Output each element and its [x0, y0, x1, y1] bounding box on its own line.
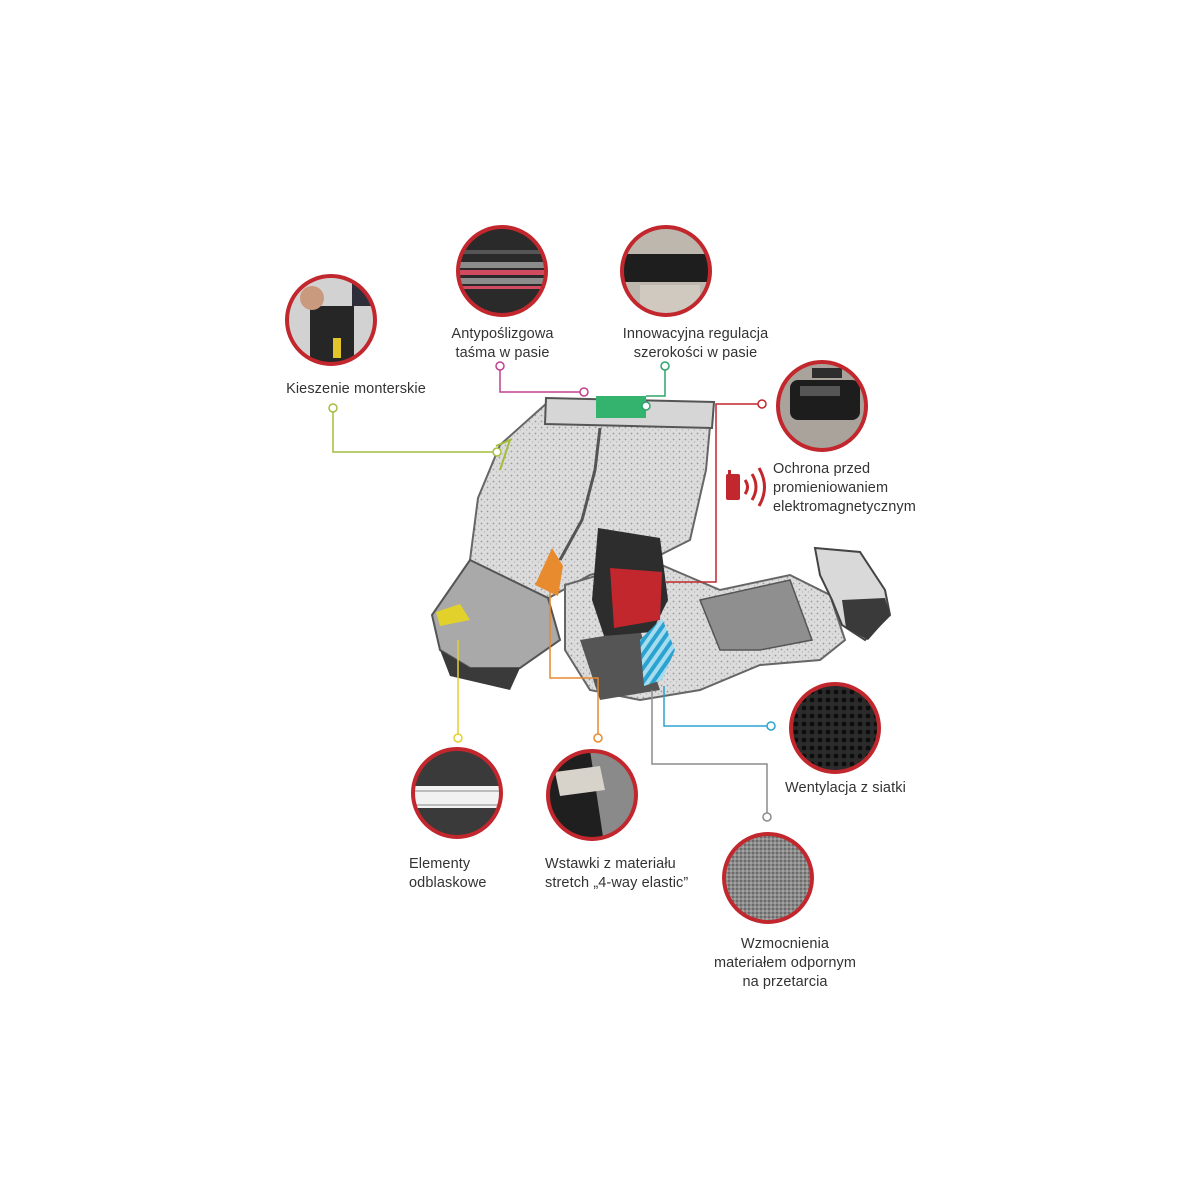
mesh-photo-icon: [789, 682, 881, 774]
trousers-fly: [558, 427, 602, 561]
tool-pocket-photo-icon: [285, 274, 377, 366]
emf-leader: [666, 403, 762, 583]
label-stretch: Wstawki z materiału stretch „4-way elast…: [545, 856, 689, 891]
waist-adjust-leader: [646, 366, 666, 397]
label-reinforcement: Wzmocnienia materiałem odpornym na przet…: [713, 936, 857, 990]
waist-adjuster-photo-icon: [620, 225, 712, 317]
abrasion-fabric-photo-icon: [722, 832, 814, 924]
reflective-patch: [436, 604, 470, 626]
waistband-leader: [499, 366, 584, 393]
reinforcement-leader: [651, 690, 768, 817]
emf-pocket-photo-icon: [776, 360, 868, 452]
label-waistband: Antypoślizgowa taśma w pasie: [451, 326, 554, 361]
stretch-leader: [549, 590, 599, 738]
leader-dots: [328, 361, 776, 822]
pockets-leader: [332, 408, 497, 453]
phone-signal-icon: [726, 467, 766, 507]
label-pockets: Kieszenie monterskie: [286, 381, 426, 397]
stretch-patch: [535, 548, 563, 596]
label-waist-adjust: Innowacyjna regulacja szerokości w pasie: [622, 326, 769, 361]
mesh-patch: [640, 618, 675, 686]
label-emf: Ochrona przed promieniowaniem elektromag…: [773, 461, 916, 515]
label-reflective: Elementy odblaskowe: [409, 856, 487, 891]
trousers-illustration: [430, 396, 892, 702]
waist-adjust-patch: [596, 396, 646, 418]
reflective-strip-photo-icon: [411, 747, 503, 839]
stretch-insert-photo-icon: [546, 749, 638, 841]
leader-lines: [332, 366, 771, 817]
waistband-tape-photo-icon: [456, 225, 548, 317]
label-ventilation: Wentylacja z siatki: [785, 780, 906, 796]
ventilation-leader: [663, 686, 771, 727]
